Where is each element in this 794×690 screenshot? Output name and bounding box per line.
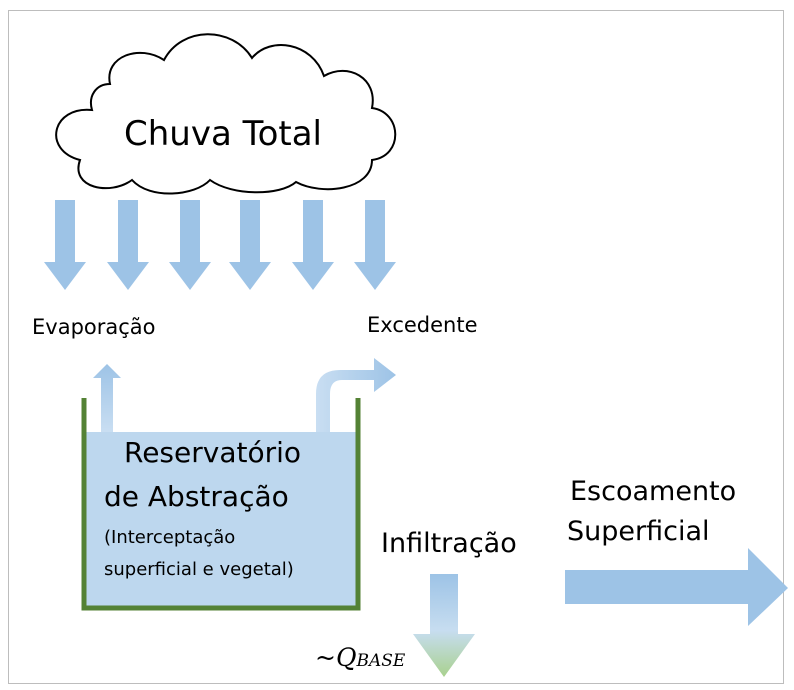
evaporation-label: Evaporação [32,315,156,339]
rain-arrow [107,200,149,290]
runoff-label-line1: Escoamento [570,476,737,507]
reservoir-title-line1: Reservatório [124,436,302,469]
rain-arrows [44,200,396,290]
infiltration-label: Infiltração [381,528,517,559]
rain-arrow [44,200,86,290]
excess-arrow [316,358,396,432]
base-flow-subscript: BASE [356,651,406,671]
cloud-label: Chuva Total [124,114,323,154]
rain-arrow [354,200,396,290]
runoff-label-line2: Superficial [567,516,710,547]
cloud-shape [55,33,397,195]
runoff-arrow [565,548,788,626]
diagram-frame [8,10,784,684]
base-flow-label: ~QBASE [315,643,405,672]
reservoir-water [82,432,360,610]
reservoir-walls [81,398,361,611]
rain-arrow [169,200,211,290]
excess-label: Excedente [367,313,478,337]
rain-arrow [292,200,334,290]
reservoir-note-line2: superficial e vegetal) [104,559,294,580]
infiltration-arrow [413,574,475,677]
base-flow-prefix: ~ [315,643,336,672]
reservoir-note-line1: (Interceptação [104,527,236,548]
rain-arrow [229,200,271,290]
base-flow-symbol: Q [335,643,357,672]
evaporation-arrow [93,364,121,432]
reservoir-title-line2: de Abstração [104,480,289,513]
